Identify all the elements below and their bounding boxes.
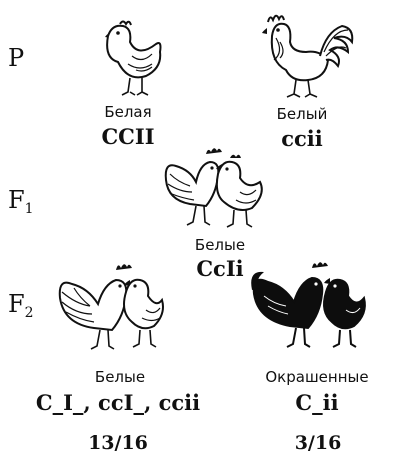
f2-letter: F (8, 290, 25, 318)
f2-colored-pair-icon (250, 254, 368, 354)
f2-white-ratio: 13/16 (68, 432, 168, 454)
f1-phenotype: Белые (180, 236, 260, 254)
generation-label-f1: F1 (8, 186, 34, 217)
white-rooster-icon (262, 12, 357, 102)
f1-white-pair-icon (160, 144, 270, 234)
f2-colored-genotype: C_ii (262, 390, 372, 415)
white-hen-icon (98, 18, 168, 98)
f1-letter: F (8, 186, 25, 214)
f1-subscript: 1 (25, 201, 34, 217)
hen-phenotype: Белая (88, 103, 168, 121)
generation-label-p: P (8, 44, 24, 72)
f2-white-pair-icon (54, 258, 166, 354)
f2-white-phenotype: Белые (70, 368, 170, 386)
f2-colored-phenotype: Окрашенные (252, 368, 382, 386)
f2-colored-ratio: 3/16 (268, 432, 368, 454)
f2-white-genotype: C_I_, ccI_, ccii (18, 390, 218, 415)
f2-subscript: 2 (25, 305, 34, 321)
generation-label-f2: F2 (8, 290, 34, 321)
rooster-phenotype: Белый (262, 105, 342, 123)
